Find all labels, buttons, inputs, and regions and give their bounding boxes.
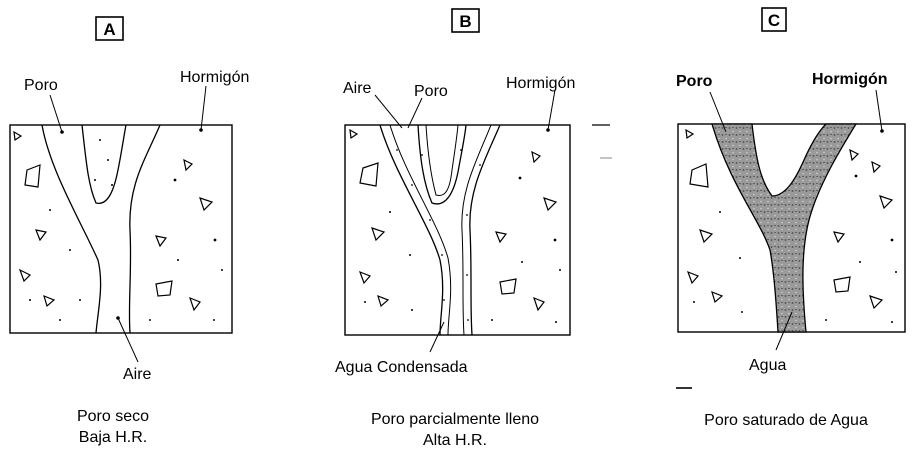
panel-b-water-film-branch bbox=[425, 124, 459, 197]
aggregate bbox=[495, 231, 508, 244]
panel-c: C bbox=[676, 7, 906, 429]
aggregate bbox=[689, 163, 709, 188]
aggregate bbox=[13, 130, 23, 142]
panel-a-pore-wall-left bbox=[41, 124, 102, 334]
panel-a-caption-line2: Baja H.R. bbox=[79, 429, 147, 446]
aggregate bbox=[18, 268, 32, 283]
panel-c-aggregates bbox=[685, 128, 894, 310]
panel-b-pore-wall-right bbox=[469, 124, 501, 336]
panel-b-pore-wall-left bbox=[379, 124, 444, 336]
aggregate bbox=[358, 270, 372, 285]
panel-b-air-leader bbox=[374, 94, 403, 129]
panel-c-water-leader bbox=[775, 311, 793, 351]
panel-b-letter-box bbox=[451, 8, 480, 33]
panel-b-water-label: Agua Condensada bbox=[335, 359, 468, 376]
aggregate bbox=[349, 128, 359, 140]
aggregate bbox=[849, 148, 860, 162]
panel-c-concrete-leader bbox=[875, 89, 883, 132]
panel-c-water-label: Agua bbox=[749, 357, 786, 374]
panel-b-caption-line1: Poro parcialmente lleno bbox=[371, 411, 539, 428]
aggregate bbox=[699, 229, 714, 244]
panel-b-air-label: Aire bbox=[343, 80, 372, 97]
aggregate bbox=[359, 162, 379, 187]
aggregate bbox=[869, 295, 884, 310]
panel-a-pore-wall-right bbox=[128, 124, 161, 334]
panel-b-water-film-left bbox=[389, 124, 452, 336]
panel-b-concrete-leader bbox=[547, 89, 556, 131]
aggregate bbox=[371, 227, 386, 242]
aggregate bbox=[833, 231, 846, 244]
panel-b: B bbox=[335, 8, 612, 449]
aggregate bbox=[183, 158, 194, 172]
aggregate bbox=[43, 294, 56, 308]
panel-b-aggregates bbox=[349, 128, 558, 312]
aggregate bbox=[377, 294, 390, 308]
aggregate bbox=[871, 160, 882, 174]
aggregate bbox=[199, 197, 214, 212]
aggregate bbox=[833, 276, 851, 293]
panel-a-pore-label: Poro bbox=[24, 77, 58, 94]
panel-b-pore-leader bbox=[407, 97, 423, 129]
aggregate bbox=[531, 150, 542, 164]
panel-b-film-dots bbox=[396, 149, 481, 321]
panel-a-concrete-leader bbox=[200, 85, 207, 131]
panel-b-sand-dots bbox=[364, 128, 561, 323]
aggregate bbox=[155, 235, 168, 248]
panel-b-water-film-right bbox=[461, 124, 492, 336]
panel-b-concrete-label: Hormigón bbox=[506, 75, 575, 92]
aggregate bbox=[543, 197, 558, 212]
panel-b-pore-label: Poro bbox=[414, 83, 448, 100]
aggregate bbox=[35, 229, 48, 242]
aggregate bbox=[686, 270, 700, 285]
aggregate bbox=[711, 290, 724, 304]
aggregate bbox=[879, 195, 894, 210]
aggregate bbox=[533, 296, 545, 312]
aggregate bbox=[499, 278, 517, 295]
aggregate bbox=[685, 128, 695, 140]
panel-c-letter: C bbox=[768, 11, 780, 30]
panel-a-pore-branch bbox=[81, 124, 127, 204]
panel-c-pore-label: Poro bbox=[676, 73, 713, 90]
panel-a-aggregates bbox=[13, 130, 214, 312]
panel-b-caption-line2: Alta H.R. bbox=[423, 432, 487, 449]
panel-b-water-leader bbox=[429, 321, 445, 353]
panel-a-sand-dots bbox=[29, 128, 223, 321]
panel-c-caption-line1: Poro saturado de Agua bbox=[704, 412, 868, 429]
panel-c-pore-leader bbox=[709, 91, 727, 133]
panel-a-concrete-block bbox=[9, 124, 233, 334]
panel-a-pore-leader bbox=[49, 94, 63, 133]
panel-a-air-label: Aire bbox=[123, 366, 152, 383]
aggregate bbox=[155, 280, 173, 297]
panel-c-water-filled-pore bbox=[711, 123, 858, 333]
panel-a-letter: A bbox=[103, 20, 115, 39]
aggregate bbox=[24, 164, 41, 188]
panel-c-concrete-label: Hormigón bbox=[812, 71, 888, 88]
panel-c-sand-dots bbox=[693, 129, 897, 323]
panel-b-letter: B bbox=[459, 12, 471, 31]
panel-a-caption-line1: Poro seco bbox=[77, 408, 149, 425]
aggregate bbox=[189, 296, 201, 312]
panel-a-air-leader bbox=[117, 317, 139, 363]
panel-a: A bbox=[9, 16, 249, 446]
panel-a-letter-box bbox=[95, 16, 124, 41]
panel-b-pore-branch bbox=[417, 124, 467, 205]
panel-a-concrete-label: Hormigón bbox=[180, 69, 249, 86]
panel-c-letter-box bbox=[761, 7, 787, 32]
